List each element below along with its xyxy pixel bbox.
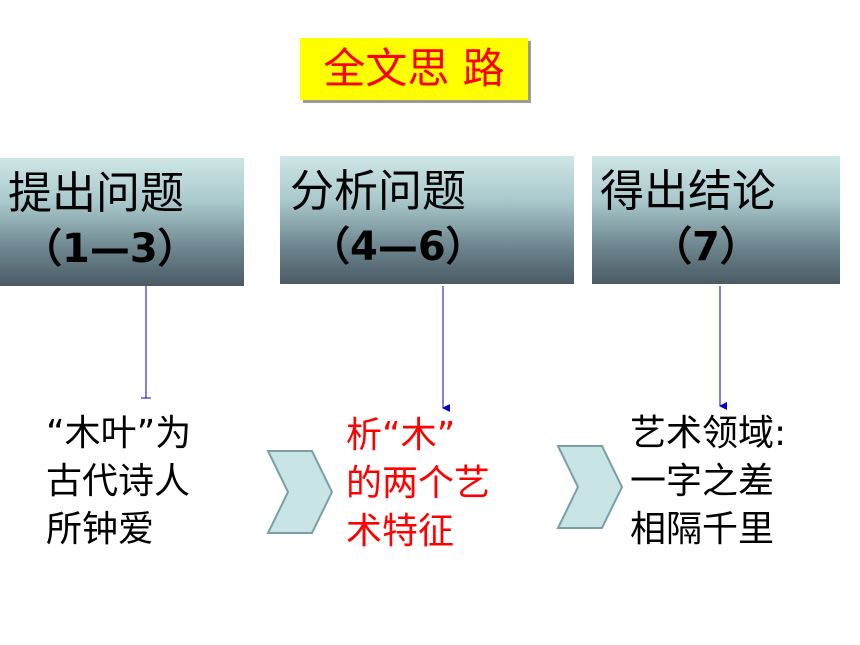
stage-heading: 分析问题	[290, 166, 466, 217]
chevron-arrow-1	[266, 450, 334, 534]
diagram-title: 全文思 路	[300, 38, 528, 100]
stage-range: （4—6）	[310, 224, 486, 270]
detail-line: 所钟爱	[46, 509, 155, 550]
stage-box-raise-question: 提出问题 （1—3）	[0, 158, 244, 286]
detail-line: 艺术领域:	[630, 413, 787, 454]
detail-line: 术特征	[346, 511, 455, 552]
detail-line: 一字之差	[630, 461, 775, 502]
detail-line: 的两个艺	[346, 463, 491, 504]
stage-detail-2: 析“木” 的两个艺 术特征	[346, 412, 490, 556]
stage-detail-3: 艺术领域: 一字之差 相隔千里	[630, 410, 786, 554]
stage-box-conclusion: 得出结论 （7）	[592, 156, 840, 284]
stage-heading: 得出结论	[600, 166, 776, 217]
stage-detail-1: “木叶”为 古代诗人 所钟爱	[46, 410, 191, 554]
stage-range: （1—3）	[22, 226, 198, 272]
stage-box-analyze-question: 分析问题 （4—6）	[280, 156, 574, 284]
detail-line: “木叶”为	[46, 413, 192, 454]
chevron-arrow-2	[556, 445, 624, 529]
stage-heading: 提出问题	[8, 168, 184, 219]
stage-range: （7）	[652, 224, 760, 270]
detail-line: 析“木”	[346, 415, 456, 456]
detail-line: 相隔千里	[630, 509, 775, 550]
detail-line: 古代诗人	[46, 461, 191, 502]
